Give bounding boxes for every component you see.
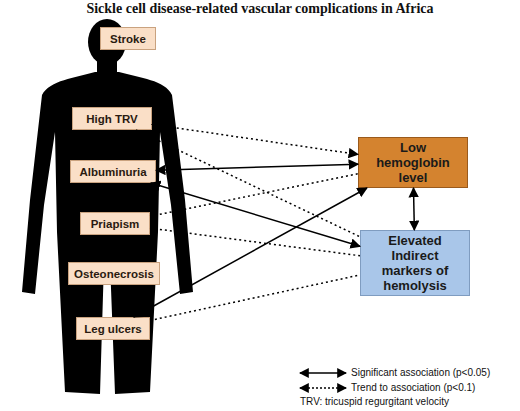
hemolysis-box: Elevated Indirect markers of hemolysis xyxy=(360,230,470,296)
box-text: Albuminuria xyxy=(79,166,146,178)
significant-connector xyxy=(413,188,415,230)
legend-dotted-sample xyxy=(300,387,346,388)
complication-box: Stroke xyxy=(100,27,156,50)
trend-connector xyxy=(150,228,360,256)
trend-connector xyxy=(152,124,358,154)
complication-box: High TRV xyxy=(72,107,152,130)
box-text: Osteonecrosis xyxy=(74,268,154,280)
legend-text: Significant association (p<0.05) xyxy=(351,367,490,378)
significant-connector xyxy=(134,188,367,317)
trend-connector xyxy=(150,275,360,321)
box-text: High TRV xyxy=(86,113,138,125)
trend-connector xyxy=(150,174,358,217)
significant-connector xyxy=(151,183,360,246)
box-text: Stroke xyxy=(110,33,146,45)
box-text: Priapism xyxy=(91,218,140,230)
complication-box: Albuminuria xyxy=(70,160,156,183)
abbreviation-note: TRV: tricuspid regurgitant velocity xyxy=(300,396,449,407)
legend-solid-sample xyxy=(300,372,346,373)
box-text: Elevated Indirect markers of hemolysis xyxy=(365,233,465,293)
box-text: Low hemoglobin level xyxy=(363,140,463,185)
significant-connector xyxy=(156,164,358,170)
legend-text: Trend to association (p<0.1) xyxy=(351,382,475,393)
hemoglobin-box: Low hemoglobin level xyxy=(358,137,468,188)
box-text: Leg ulcers xyxy=(84,323,142,335)
complication-box: Osteonecrosis xyxy=(68,262,160,285)
complication-box: Leg ulcers xyxy=(76,317,150,340)
human-silhouette xyxy=(22,19,193,394)
complication-box: Priapism xyxy=(80,212,150,235)
trend-connector xyxy=(136,130,360,237)
diagram-title: Sickle cell disease-related vascular com… xyxy=(0,1,520,17)
